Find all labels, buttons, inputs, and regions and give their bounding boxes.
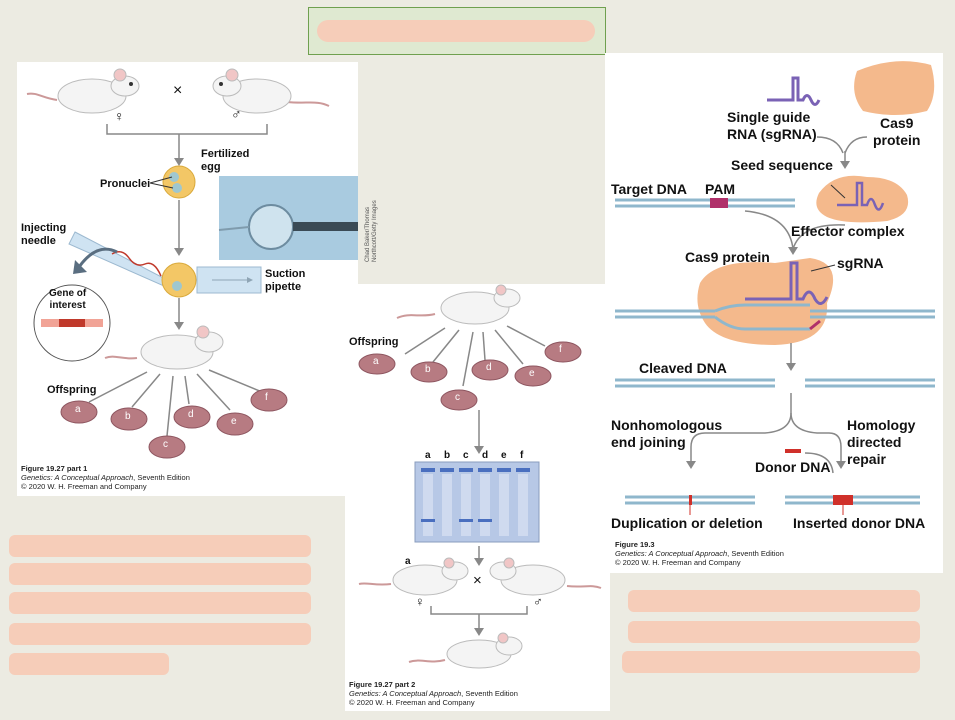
suction-pipette bbox=[196, 266, 262, 294]
redaction-right-2 bbox=[628, 621, 920, 643]
pup-label-d: d bbox=[188, 409, 194, 420]
target-dna-label: Target DNA bbox=[611, 181, 687, 197]
offspring-arrows bbox=[88, 369, 263, 437]
redaction-left-4 bbox=[9, 623, 311, 645]
selected-mouse-label: a bbox=[405, 556, 411, 567]
cross-mouse-a bbox=[358, 557, 469, 596]
pup-label-c: c bbox=[163, 439, 168, 450]
redaction-left-1 bbox=[9, 535, 311, 557]
foster-mouse bbox=[104, 325, 224, 370]
caption-part1: Figure 19.27 part 1 Genetics: A Conceptu… bbox=[21, 464, 190, 491]
gel-lane-f: f bbox=[520, 450, 524, 461]
donor-dna-label: Donor DNA bbox=[755, 459, 831, 475]
female-parent-mouse bbox=[26, 68, 140, 114]
panel3-drawing bbox=[615, 61, 935, 515]
cross-symbol-2: × bbox=[473, 572, 482, 589]
redaction-right-1 bbox=[628, 590, 920, 612]
fertilized-egg bbox=[162, 165, 196, 199]
gel-lane-c: c bbox=[463, 450, 469, 461]
microscope-photo bbox=[218, 176, 358, 260]
pup-label-e: e bbox=[231, 416, 237, 427]
figure-panel-part2: Offspring a b c d e f a b c d e f a × ♀ … bbox=[345, 284, 610, 711]
caption-part2: Figure 19.27 part 2 Genetics: A Conceptu… bbox=[349, 680, 518, 707]
pup-label-f: f bbox=[265, 392, 268, 403]
offspring-pups bbox=[60, 388, 288, 459]
cas9-blob bbox=[854, 61, 935, 115]
offspring-label-2: Offspring bbox=[349, 336, 399, 348]
male-symbol: ♂ bbox=[231, 106, 242, 122]
redaction-left-2 bbox=[9, 563, 311, 585]
cleaved-dna-label: Cleaved DNA bbox=[639, 360, 727, 376]
redaction-right-3 bbox=[622, 651, 920, 673]
cas9-protein-label: Cas9 protein bbox=[685, 249, 770, 265]
pup-label-b: b bbox=[125, 411, 131, 422]
progeny-mouse bbox=[408, 632, 523, 669]
seed-sequence-label: Seed sequence bbox=[731, 157, 833, 173]
panel2-drawing bbox=[358, 284, 602, 669]
result-dna-nhej bbox=[625, 495, 755, 515]
gel-lane-a: a bbox=[425, 450, 431, 461]
gel-lane-d: d bbox=[482, 450, 489, 461]
pup2-label-a: a bbox=[373, 356, 379, 367]
effector-complex-label: Effector complex bbox=[791, 223, 905, 239]
title-redaction bbox=[317, 20, 595, 42]
caption-fig-19-3: Figure 19.3 Genetics: A Conceptual Appro… bbox=[615, 540, 784, 567]
inserted-donor-label: Inserted donor DNA bbox=[793, 515, 926, 531]
sgrna-shape bbox=[767, 76, 821, 106]
gene-zoom-circle bbox=[33, 284, 111, 362]
pup2-label-e: e bbox=[529, 368, 535, 379]
transgenic-mouse bbox=[396, 284, 521, 325]
pup-label-a: a bbox=[75, 404, 81, 415]
panel1-drawing bbox=[26, 68, 358, 459]
redaction-left-3 bbox=[9, 592, 311, 614]
redaction-left-5 bbox=[9, 653, 169, 675]
gel-electrophoresis bbox=[414, 461, 540, 543]
offspring-pups-2 bbox=[358, 341, 582, 411]
pup2-label-b: b bbox=[425, 364, 431, 375]
pup2-label-d: d bbox=[486, 362, 492, 373]
male-parent-mouse bbox=[212, 68, 330, 114]
cross-symbol: × bbox=[173, 82, 183, 99]
offspring-arrows-2 bbox=[404, 325, 546, 387]
pup2-label-f: f bbox=[559, 344, 562, 355]
pup2-label-c: c bbox=[455, 392, 460, 403]
slide-title-box bbox=[308, 7, 606, 55]
duplication-deletion-label: Duplication or deletion bbox=[611, 515, 763, 531]
sgrna-small-label: sgRNA bbox=[837, 255, 884, 271]
offspring-label: Offspring bbox=[47, 384, 97, 396]
female-symbol: ♀ bbox=[114, 108, 125, 124]
result-dna-hdr bbox=[785, 495, 920, 515]
cas9-dna-complex bbox=[615, 258, 935, 345]
target-dna bbox=[615, 198, 795, 208]
effector-complex bbox=[816, 175, 909, 223]
female-symbol-2: ♀ bbox=[415, 594, 425, 609]
pam-label: PAM bbox=[705, 181, 736, 197]
cleaved-dna bbox=[615, 378, 935, 388]
gel-lane-b: b bbox=[444, 450, 451, 461]
gel-lane-e: e bbox=[501, 450, 507, 461]
cross-mouse-wildtype bbox=[489, 557, 602, 596]
male-symbol-2: ♂ bbox=[533, 594, 543, 609]
pronuclei-label: Pronuclei bbox=[100, 178, 151, 190]
